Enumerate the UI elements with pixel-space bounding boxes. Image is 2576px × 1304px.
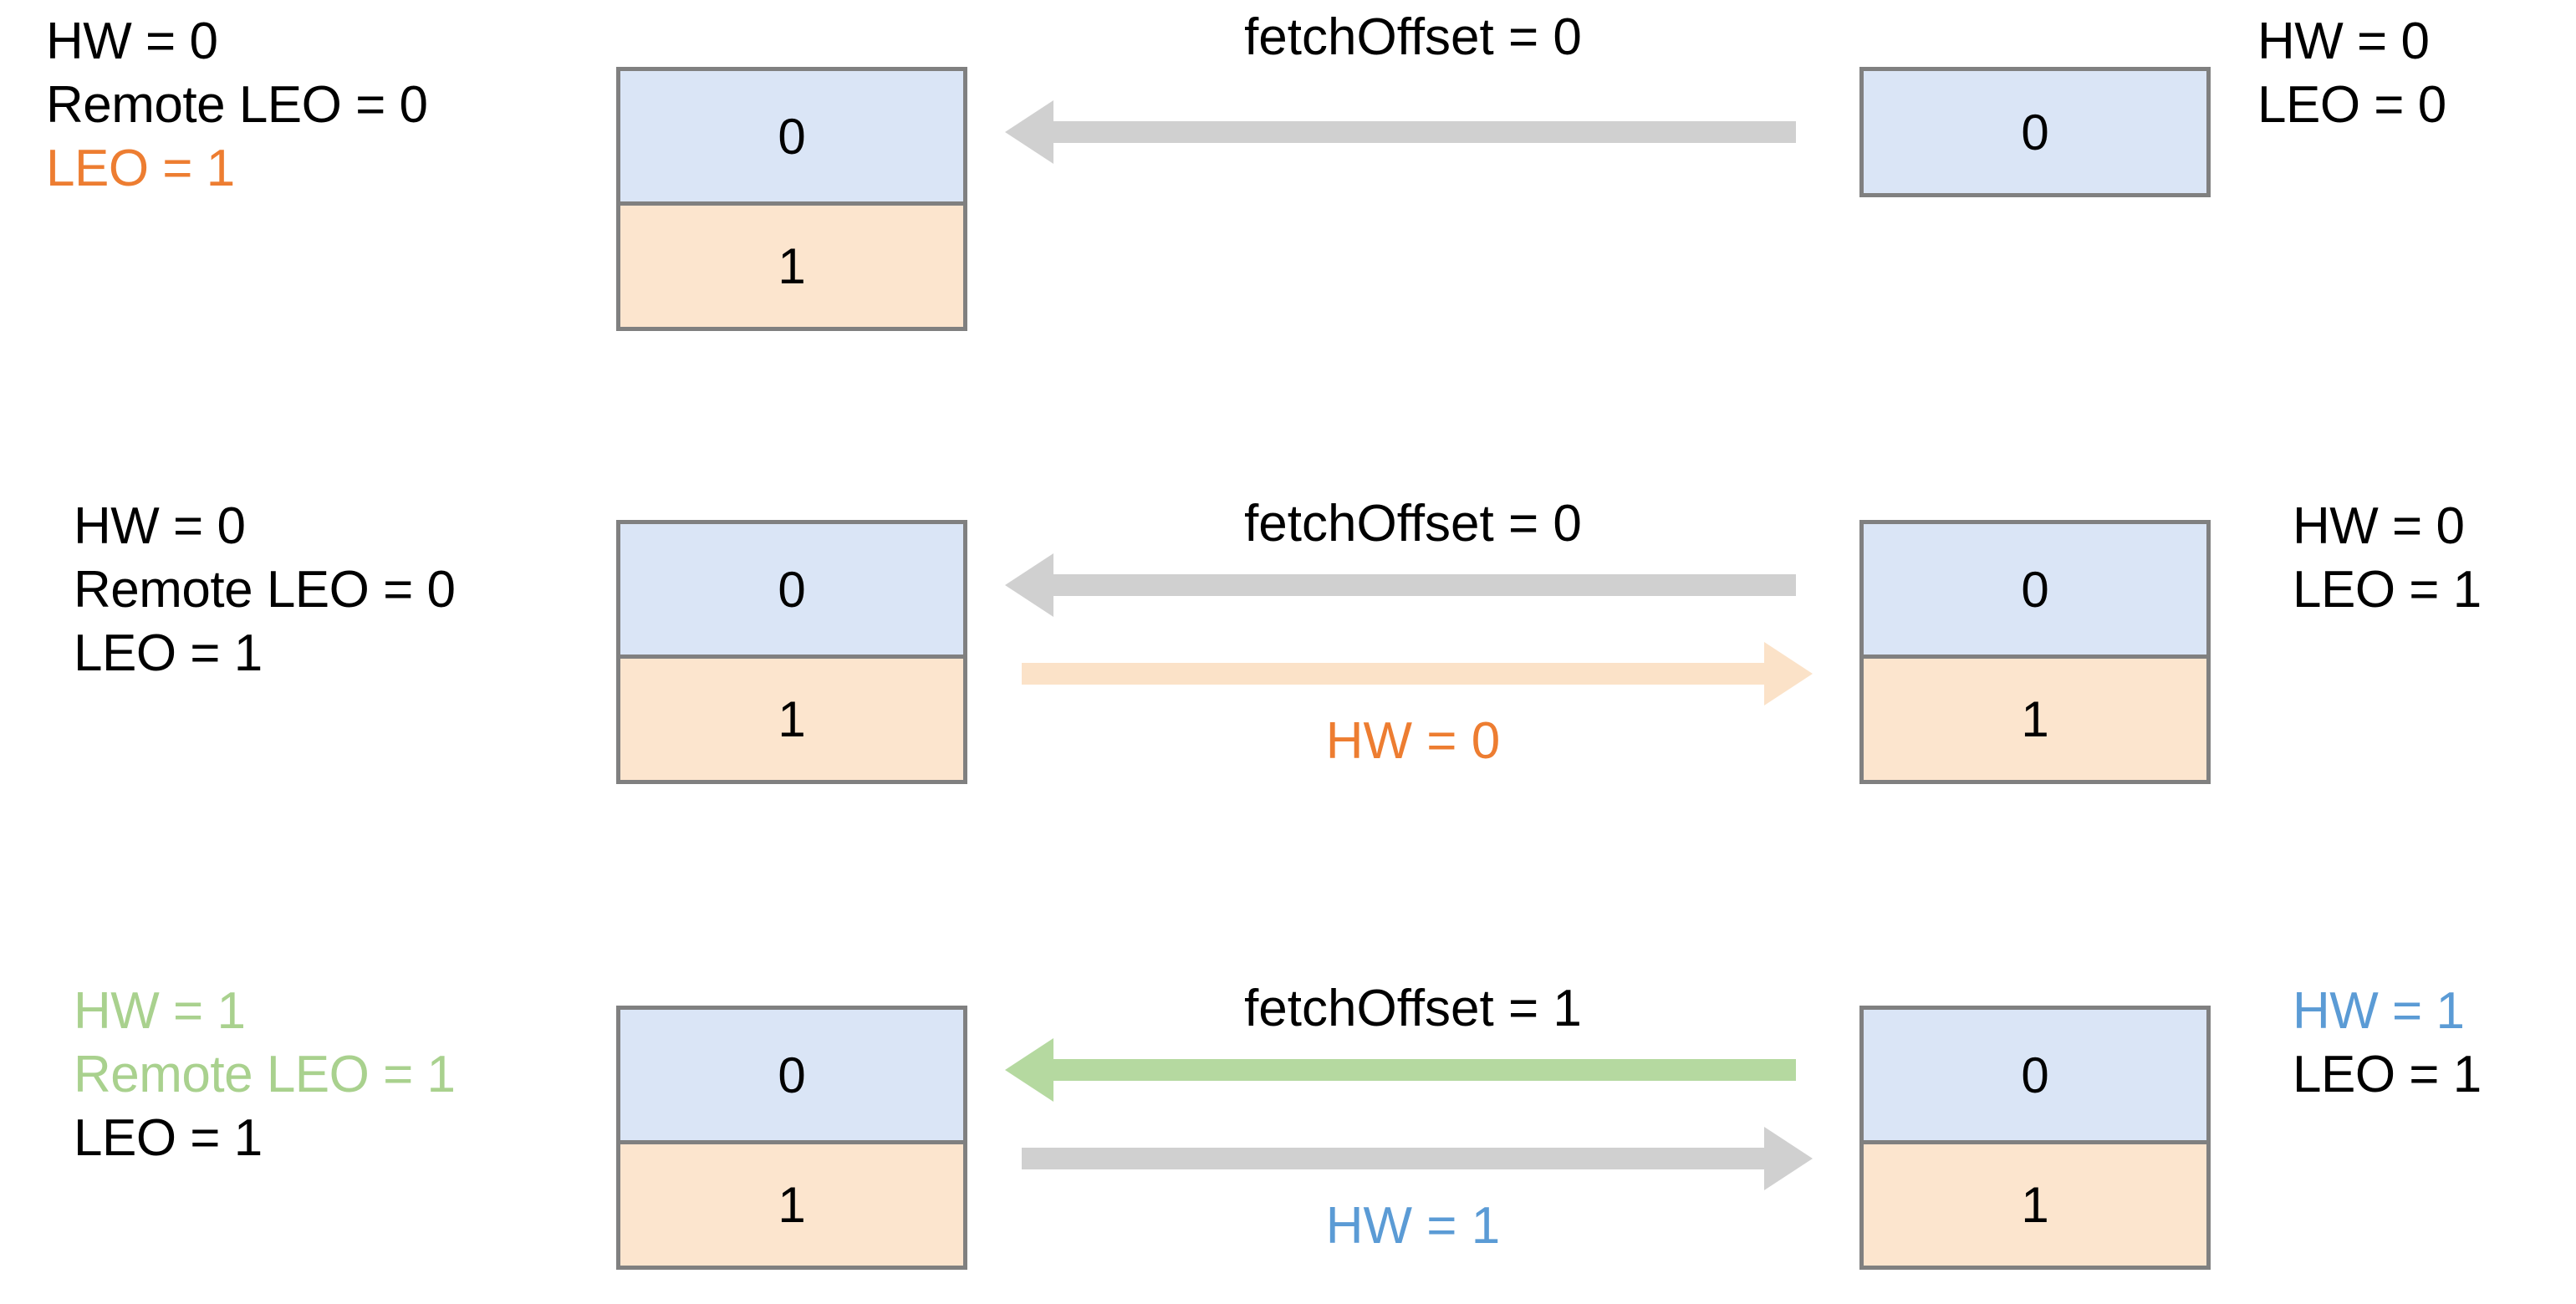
row-2-fetch-arrow-shaft bbox=[1053, 574, 1796, 596]
row-1-fetch-offset-label: fetchOffset = 0 bbox=[1244, 8, 1582, 66]
row-3-leader-cell-1: 1 bbox=[620, 1140, 963, 1266]
row-1-left-line-2: LEO = 1 bbox=[46, 140, 235, 197]
row-3-left-state-label: HW = 1 Remote LEO = 1 LEO = 1 bbox=[74, 980, 456, 1170]
row-2-hw-arrow-label: HW = 0 bbox=[1325, 712, 1501, 770]
row-2-right-line-0: HW = 0 bbox=[2293, 497, 2465, 555]
row-1-left-state-label: HW = 0 Remote LEO = 0 LEO = 1 bbox=[46, 10, 428, 201]
row-2-hw-arrow-head-right-icon bbox=[1764, 642, 1813, 705]
row-3-left-line-2: LEO = 1 bbox=[74, 1109, 263, 1167]
row-3-fetch-arrow-head-left-icon bbox=[1005, 1038, 1053, 1102]
row-3-right-line-1: LEO = 1 bbox=[2293, 1046, 2482, 1103]
row-3-follower-cell-1: 1 bbox=[1864, 1140, 2206, 1266]
row-1-follower-log-box: 0 bbox=[1859, 67, 2211, 197]
row-1-left-line-0: HW = 0 bbox=[46, 13, 218, 70]
row-2-left-line-2: LEO = 1 bbox=[74, 624, 263, 682]
row-3-fetch-offset-label: fetchOffset = 1 bbox=[1244, 980, 1582, 1037]
row-2-follower-cell-0: 0 bbox=[1864, 524, 2206, 655]
row-2-hw-arrow-shaft bbox=[1022, 663, 1764, 685]
row-2-leader-log-box: 0 1 bbox=[616, 520, 967, 784]
row-3-right-line-0: HW = 1 bbox=[2293, 982, 2465, 1040]
row-1-left-line-1: Remote LEO = 0 bbox=[46, 76, 428, 134]
row-2-follower-log-box: 0 1 bbox=[1859, 520, 2211, 784]
row-3-hw-arrow-shaft bbox=[1022, 1148, 1764, 1169]
row-1-leader-log-box: 0 1 bbox=[616, 67, 967, 331]
row-1-right-state-label: HW = 0 LEO = 0 bbox=[2257, 10, 2446, 137]
row-2-fetch-arrow-head-left-icon bbox=[1005, 553, 1053, 617]
row-2-right-state-label: HW = 0 LEO = 1 bbox=[2293, 495, 2482, 622]
row-3-hw-arrow-head-right-icon bbox=[1764, 1127, 1813, 1190]
row-1-right-line-1: LEO = 0 bbox=[2257, 76, 2446, 134]
row-3-fetch-arrow-shaft bbox=[1053, 1059, 1796, 1081]
row-2-leader-cell-1: 1 bbox=[620, 655, 963, 780]
row-3-leader-cell-0: 0 bbox=[620, 1010, 963, 1140]
row-2-left-line-1: Remote LEO = 0 bbox=[74, 561, 456, 619]
row-1-fetch-arrow-head-left-icon bbox=[1005, 100, 1053, 164]
row-3-follower-cell-0: 0 bbox=[1864, 1010, 2206, 1140]
row-2-right-line-1: LEO = 1 bbox=[2293, 561, 2482, 619]
row-2-leader-cell-0: 0 bbox=[620, 524, 963, 655]
row-3-left-line-0: HW = 1 bbox=[74, 982, 246, 1040]
row-2-fetch-offset-label: fetchOffset = 0 bbox=[1244, 495, 1582, 553]
row-3-hw-arrow-label: HW = 1 bbox=[1325, 1197, 1501, 1255]
row-1-leader-cell-1: 1 bbox=[620, 201, 963, 327]
row-3-right-state-label: HW = 1 LEO = 1 bbox=[2293, 980, 2482, 1107]
row-1-follower-cell-0: 0 bbox=[1864, 71, 2206, 193]
row-3-leader-log-box: 0 1 bbox=[616, 1006, 967, 1270]
row-1-leader-cell-0: 0 bbox=[620, 71, 963, 201]
row-3-left-line-1: Remote LEO = 1 bbox=[74, 1046, 456, 1103]
row-2-left-state-label: HW = 0 Remote LEO = 0 LEO = 1 bbox=[74, 495, 456, 685]
row-2-follower-cell-1: 1 bbox=[1864, 655, 2206, 780]
row-2-left-line-0: HW = 0 bbox=[74, 497, 246, 555]
row-3-follower-log-box: 0 1 bbox=[1859, 1006, 2211, 1270]
row-1-right-line-0: HW = 0 bbox=[2257, 13, 2430, 70]
row-1-fetch-arrow-shaft bbox=[1053, 121, 1796, 143]
